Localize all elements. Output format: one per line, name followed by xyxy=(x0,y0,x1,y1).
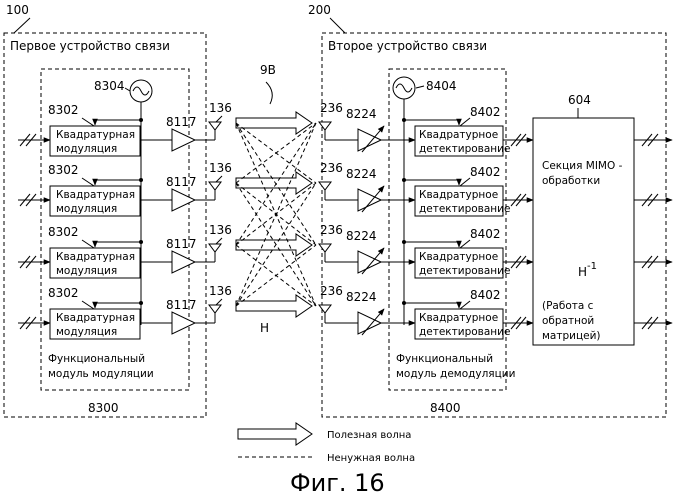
amplifier-icon xyxy=(358,129,381,151)
amplifier-icon xyxy=(172,129,195,151)
detection-block-label: Квадратурное xyxy=(419,189,498,201)
amplifier-ref: 8224 xyxy=(346,290,377,304)
demodulation-module-label: Функциональный xyxy=(396,353,493,365)
legend-useful-arrow xyxy=(238,423,312,445)
mimo-note-3: матрицей) xyxy=(542,330,601,342)
detection-block-label: детектирование xyxy=(419,265,510,277)
mimo-note: (Работа с xyxy=(542,300,594,312)
mimo-note-2: обратной xyxy=(542,315,594,327)
detection-block-label: детектирование xyxy=(419,203,510,215)
legend: Полезная волна Ненужная волна xyxy=(238,423,415,464)
antenna-ref: 136 xyxy=(209,101,232,115)
figure-caption: Фиг. 16 xyxy=(290,469,385,497)
amplifier-icon xyxy=(172,251,195,273)
amplifier-ref: 8117 xyxy=(166,175,197,189)
modulation-block-label: Квадратурная xyxy=(56,312,135,324)
useful-wave-arrow xyxy=(236,234,312,256)
detection-block-ref: 8402 xyxy=(470,227,501,241)
antenna-ref: 136 xyxy=(209,284,232,298)
amplifier-ref: 8117 xyxy=(166,237,197,251)
detection-block-label: Квадратурное xyxy=(419,251,498,263)
amplifier-icon xyxy=(172,189,195,211)
device1-ref: 100 xyxy=(6,3,29,17)
antenna-icon xyxy=(209,244,221,252)
antenna-icon xyxy=(319,122,331,130)
modulation-block-label: модуляция xyxy=(56,265,117,277)
detection-block-label: детектирование xyxy=(419,326,510,338)
amplifier-icon xyxy=(358,189,381,211)
legend-useful-label: Полезная волна xyxy=(327,430,411,441)
modulation-module-label-2: модуль модуляции xyxy=(48,368,154,380)
amplifier-ref: 8224 xyxy=(346,107,377,121)
device1-title: Первое устройство связи xyxy=(10,39,170,53)
modulation-module-label: Функциональный xyxy=(48,353,145,365)
amplifier-icon xyxy=(172,312,195,334)
detection-block-ref: 8402 xyxy=(470,165,501,179)
mimo-title-2: обработки xyxy=(542,175,600,187)
antenna-ref: 136 xyxy=(209,161,232,175)
modulation-block-label: модуляция xyxy=(56,203,117,215)
unwanted-wave-links xyxy=(236,123,316,306)
modulation-block-label: Квадратурная xyxy=(56,129,135,141)
antenna-ref: 236 xyxy=(320,161,343,175)
oscillator-ref: 8304 xyxy=(94,79,125,93)
detection-block-ref: 8402 xyxy=(470,288,501,302)
channel-matrix-label: H xyxy=(260,321,269,335)
detection-block-ref: 8402 xyxy=(470,105,501,119)
device2-ref: 200 xyxy=(308,3,331,17)
modulation-block-ref: 8302 xyxy=(48,103,79,117)
channel-ref: 9B xyxy=(260,63,276,77)
modulation-block-ref: 8302 xyxy=(48,286,79,300)
demodulation-module-ref: 8400 xyxy=(430,401,461,415)
amplifier-ref: 8117 xyxy=(166,115,197,129)
antenna-icon xyxy=(319,244,331,252)
antenna-icon xyxy=(209,305,221,313)
antenna-ref: 236 xyxy=(320,284,343,298)
amplifier-ref: 8224 xyxy=(346,167,377,181)
amplifier-ref: 8224 xyxy=(346,229,377,243)
useful-wave-arrow xyxy=(236,295,312,317)
mimo-title: Секция MIMO - xyxy=(542,160,623,172)
useful-wave-arrow xyxy=(236,172,312,194)
detection-block-label: детектирование xyxy=(419,143,510,155)
oscillator-2-ref: 8404 xyxy=(426,79,457,93)
antenna-icon xyxy=(319,182,331,190)
useful-wave-arrow xyxy=(236,112,312,134)
antenna-ref: 136 xyxy=(209,223,232,237)
detection-block-label: Квадратурное xyxy=(419,312,498,324)
detection-block-label: Квадратурное xyxy=(419,129,498,141)
modulation-block-label: модуляция xyxy=(56,143,117,155)
amplifier-icon xyxy=(358,312,381,334)
antenna-icon xyxy=(209,182,221,190)
legend-unwanted-label: Ненужная волна xyxy=(327,453,415,464)
antenna-icon xyxy=(209,122,221,130)
modulation-block-label: модуляция xyxy=(56,326,117,338)
amplifier-icon xyxy=(358,251,381,273)
antenna-ref: 236 xyxy=(320,101,343,115)
mimo-ref: 604 xyxy=(568,93,591,107)
channel: 9B H xyxy=(260,63,276,335)
antenna-icon xyxy=(319,305,331,313)
antenna-ref: 236 xyxy=(320,223,343,237)
demodulation-module-label-2: модуль демодуляции xyxy=(396,368,515,380)
modulation-block-ref: 8302 xyxy=(48,225,79,239)
modulation-block-label: Квадратурная xyxy=(56,251,135,263)
device2-title: Второе устройство связи xyxy=(328,39,487,53)
amplifier-ref: 8117 xyxy=(166,298,197,312)
modulation-block-ref: 8302 xyxy=(48,163,79,177)
modulation-module-ref: 8300 xyxy=(88,401,119,415)
modulation-block-label: Квадратурная xyxy=(56,189,135,201)
